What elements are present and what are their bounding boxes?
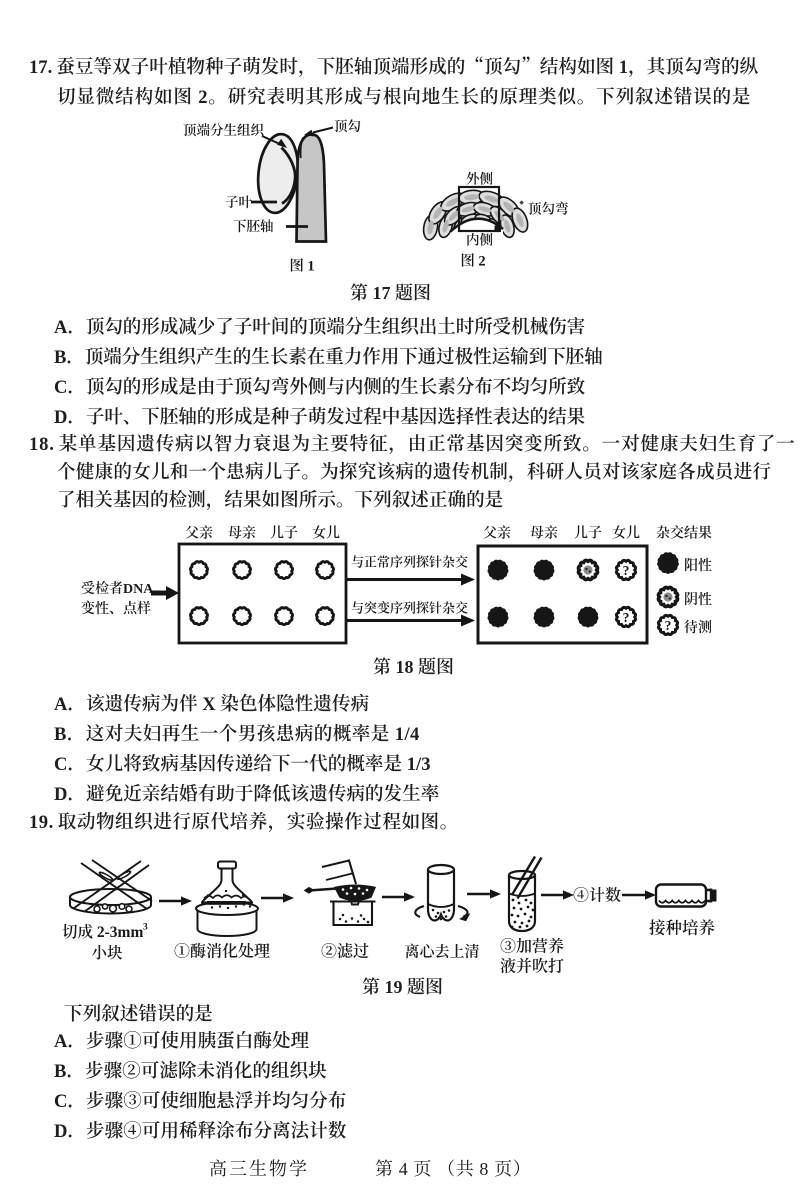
svg-text:杂交结果: 杂交结果: [656, 525, 712, 542]
svg-text:受检者DNA: 受检者DNA: [81, 580, 154, 597]
svg-text:与突变序列探针杂交: 与突变序列探针杂交: [351, 601, 468, 616]
svg-text:内侧: 内侧: [466, 232, 493, 248]
svg-text:切成 2-3mm: 切成 2-3mm: [62, 923, 143, 941]
svg-text:图 1: 图 1: [289, 258, 314, 275]
svg-text:小块: 小块: [91, 944, 123, 962]
svg-text:③加营养: ③加营养: [500, 937, 564, 956]
svg-text:液并吹打: 液并吹打: [500, 958, 564, 976]
svg-text:母亲: 母亲: [228, 525, 256, 542]
svg-text:儿子: 儿子: [270, 526, 298, 542]
svg-text:?: ?: [665, 618, 672, 633]
svg-text:待测: 待测: [684, 619, 712, 636]
svg-text:外侧: 外侧: [466, 172, 493, 187]
svg-text:变性、点样: 变性、点样: [81, 600, 151, 617]
svg-text:阴性: 阴性: [684, 591, 712, 608]
svg-text:与正常序列探针杂交: 与正常序列探针杂交: [351, 555, 468, 570]
svg-text:父亲: 父亲: [185, 525, 213, 542]
svg-text:图 2: 图 2: [460, 253, 485, 270]
svg-text:母亲: 母亲: [530, 525, 558, 542]
svg-text:①酶消化处理: ①酶消化处理: [174, 942, 270, 961]
svg-text:3: 3: [143, 923, 148, 933]
svg-text:阳性: 阳性: [684, 557, 712, 574]
svg-text:②滤过: ②滤过: [321, 942, 369, 961]
svg-text:子叶: 子叶: [225, 195, 252, 210]
svg-text:父亲: 父亲: [483, 525, 511, 542]
svg-text:顶端分生组织: 顶端分生组织: [183, 122, 265, 138]
svg-text:?: ?: [623, 610, 630, 625]
svg-text:?: ?: [623, 563, 630, 578]
svg-text:顶勾: 顶勾: [334, 119, 361, 134]
svg-text:④计数: ④计数: [573, 886, 621, 905]
svg-text:顶勾弯: 顶勾弯: [528, 202, 569, 217]
svg-text:女儿: 女儿: [312, 526, 340, 542]
svg-text:女儿: 女儿: [612, 526, 640, 542]
svg-text:离心去上清: 离心去上清: [404, 943, 479, 961]
svg-text:下胚轴: 下胚轴: [233, 219, 274, 234]
svg-text:儿子: 儿子: [574, 526, 602, 542]
svg-text:接种培养: 接种培养: [649, 919, 715, 938]
